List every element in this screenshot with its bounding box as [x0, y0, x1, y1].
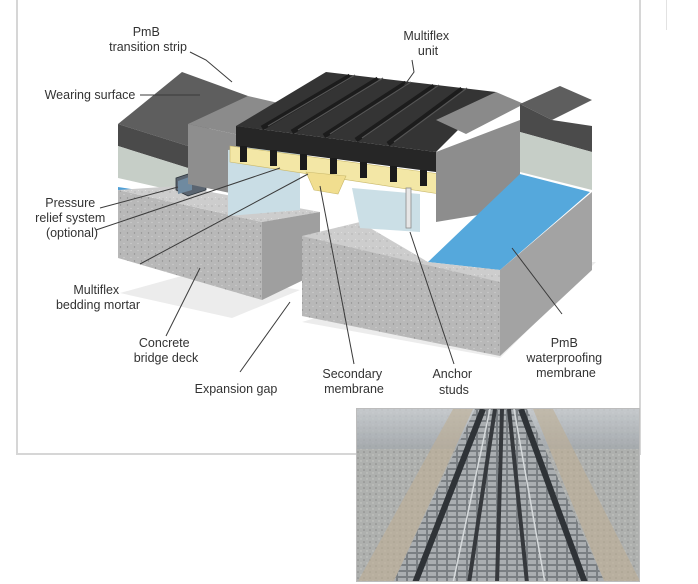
- label-expansion-gap: Expansion gap: [195, 382, 278, 396]
- installed-joint-photo: [356, 408, 640, 582]
- label-pmb-waterproofing-membrane: PmB waterproofing membrane: [525, 336, 605, 380]
- label-concrete-bridge-deck: Concrete bridge deck: [134, 336, 199, 365]
- pmb-waterproofing-membrane: [428, 174, 590, 270]
- expansion-joint-diagram: PmB transition strip Multiflex unit Wear…: [35, 25, 605, 397]
- label-wearing-surface: Wearing surface: [45, 88, 136, 102]
- multiflex-highlights: [267, 74, 468, 143]
- left-layer-front: [118, 146, 188, 194]
- multiflex-unit-top: [236, 72, 496, 152]
- right-concrete-top: [302, 222, 500, 282]
- right-concrete-front: [302, 236, 500, 356]
- left-concrete-top: [118, 186, 320, 222]
- multiflex-teeth: [240, 146, 427, 186]
- label-pressure-relief-system: Pressure relief system (optional): [35, 196, 109, 240]
- right-transition-strip-top: [436, 92, 524, 134]
- left-asphalt-front: [118, 124, 188, 168]
- diagram-frame: [16, 0, 641, 455]
- left-asphalt-top: [118, 72, 248, 146]
- right-asphalt-top: [520, 86, 592, 120]
- anchor-stud: [405, 187, 412, 229]
- leader-lines: [95, 51, 563, 373]
- joint-photo-image: [357, 409, 639, 581]
- label-secondary-membrane: Secondary membrane: [322, 367, 385, 396]
- right-asphalt-front: [520, 104, 592, 152]
- multiflex-ribs: [260, 73, 464, 147]
- secondary-membrane-curve: [305, 171, 347, 195]
- right-layer-front: [520, 132, 592, 190]
- label-bedding-mortar: Multiflex bedding mortar: [56, 283, 140, 312]
- label-anchor-studs: Anchor studs: [432, 367, 475, 397]
- right-concrete-side: [500, 192, 592, 356]
- divider: [666, 0, 667, 30]
- label-pmb-transition-strip: PmB transition strip: [109, 25, 187, 54]
- right-cavity: [352, 188, 420, 232]
- label-multiflex-unit: Multiflex unit: [403, 29, 452, 58]
- multiflex-unit-front: [236, 126, 436, 172]
